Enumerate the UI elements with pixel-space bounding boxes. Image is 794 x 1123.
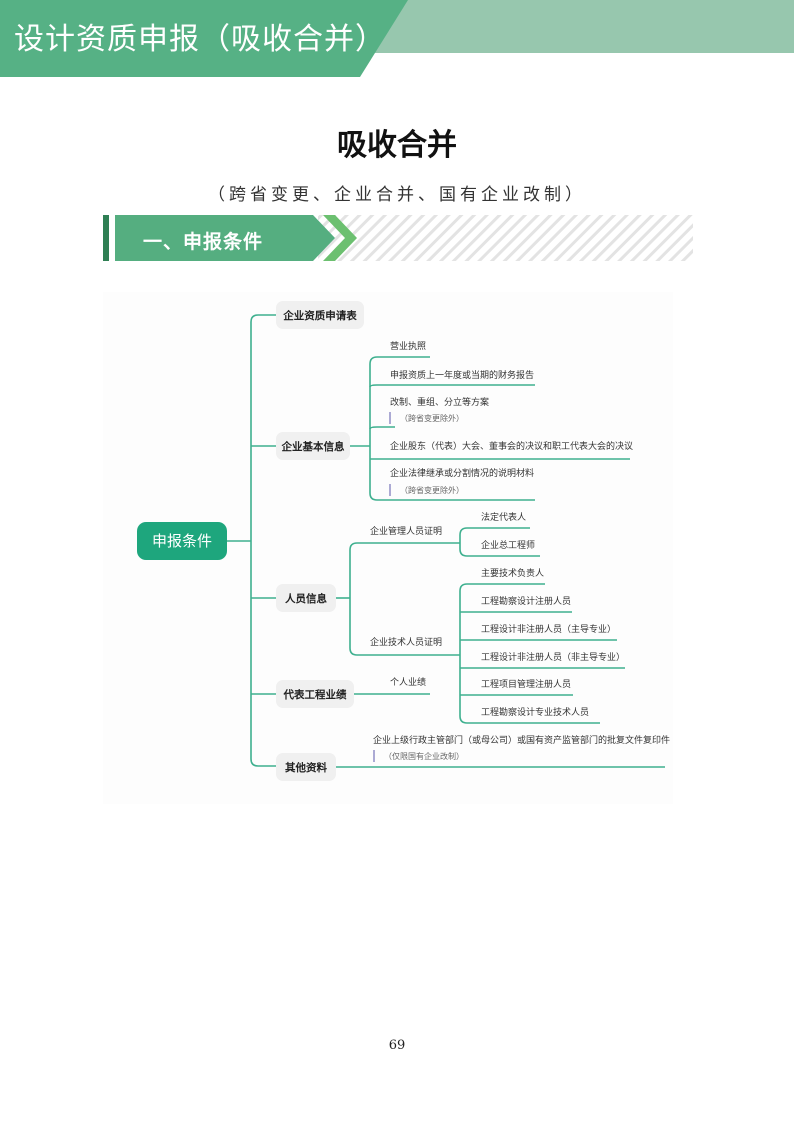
- mindmap-diagram: 申报条件 企业资质申请表 企业基本信息 人员信息 代表工程业绩 其他资料 营业执…: [103, 292, 673, 804]
- mindmap-note: （跨省变更除外）: [400, 485, 464, 495]
- banner-title: 设计资质申报（吸收合并）: [14, 22, 386, 57]
- svg-text:企业基本信息: 企业基本信息: [281, 440, 345, 453]
- mindmap-leaf: 主要技术负责人: [481, 567, 544, 579]
- header-banner: [0, 0, 794, 77]
- mindmap-leaf: 工程设计非注册人员（主导专业）: [481, 623, 616, 635]
- section-header-bar: [103, 215, 693, 261]
- mindmap-subnode: 企业技术人员证明: [370, 636, 442, 648]
- mindmap-leaf: 工程项目管理注册人员: [481, 678, 571, 690]
- mindmap-node: 代表工程业绩: [276, 680, 354, 708]
- mindmap-leaf: 营业执照: [390, 340, 426, 352]
- mindmap-leaf: 企业上级行政主管部门（或母公司）或国有资产监管部门的批复文件复印件: [373, 734, 670, 746]
- svg-text:其他资料: 其他资料: [285, 761, 327, 774]
- mindmap-leaf: 改制、重组、分立等方案: [390, 396, 489, 408]
- svg-text:代表工程业绩: 代表工程业绩: [283, 688, 347, 701]
- svg-text:申报条件: 申报条件: [152, 532, 212, 550]
- mindmap-leaf: 工程勘察设计注册人员: [481, 595, 571, 607]
- mindmap-leaf: 企业股东（代表）大会、董事会的决议和职工代表大会的决议: [390, 440, 633, 452]
- section-title: 一、申报条件: [143, 231, 264, 253]
- page-number: 69: [388, 1038, 406, 1053]
- mindmap-subnode: 企业管理人员证明: [370, 525, 442, 537]
- mindmap-note: （跨省变更除外）: [400, 413, 464, 423]
- mindmap-leaf: 工程设计非注册人员（非主导专业）: [481, 651, 625, 663]
- mindmap-node: 企业基本信息: [276, 432, 350, 460]
- mindmap-note: （仅限国有企业改制）: [384, 751, 464, 761]
- mindmap-root-node: 申报条件: [137, 522, 227, 560]
- mindmap-node: 其他资料: [276, 753, 336, 781]
- page-subtitle: （跨省变更、企业合并、国有企业改制）: [208, 185, 586, 205]
- svg-text:人员信息: 人员信息: [285, 592, 327, 605]
- mindmap-leaf: 法定代表人: [481, 511, 526, 523]
- mindmap-node: 人员信息: [276, 584, 336, 612]
- page-title: 吸收合并: [337, 128, 457, 163]
- svg-text:企业资质申请表: 企业资质申请表: [282, 309, 357, 322]
- mindmap-leaf: 申报资质上一年度或当期的财务报告: [390, 369, 534, 381]
- mindmap-node: 企业资质申请表: [276, 301, 364, 329]
- mindmap-leaf: 企业总工程师: [481, 539, 535, 551]
- mindmap-leaf: 个人业绩: [390, 676, 426, 688]
- mindmap-leaf: 工程勘察设计专业技术人员: [481, 706, 589, 718]
- mindmap-leaf: 企业法律继承或分割情况的说明材料: [390, 467, 534, 479]
